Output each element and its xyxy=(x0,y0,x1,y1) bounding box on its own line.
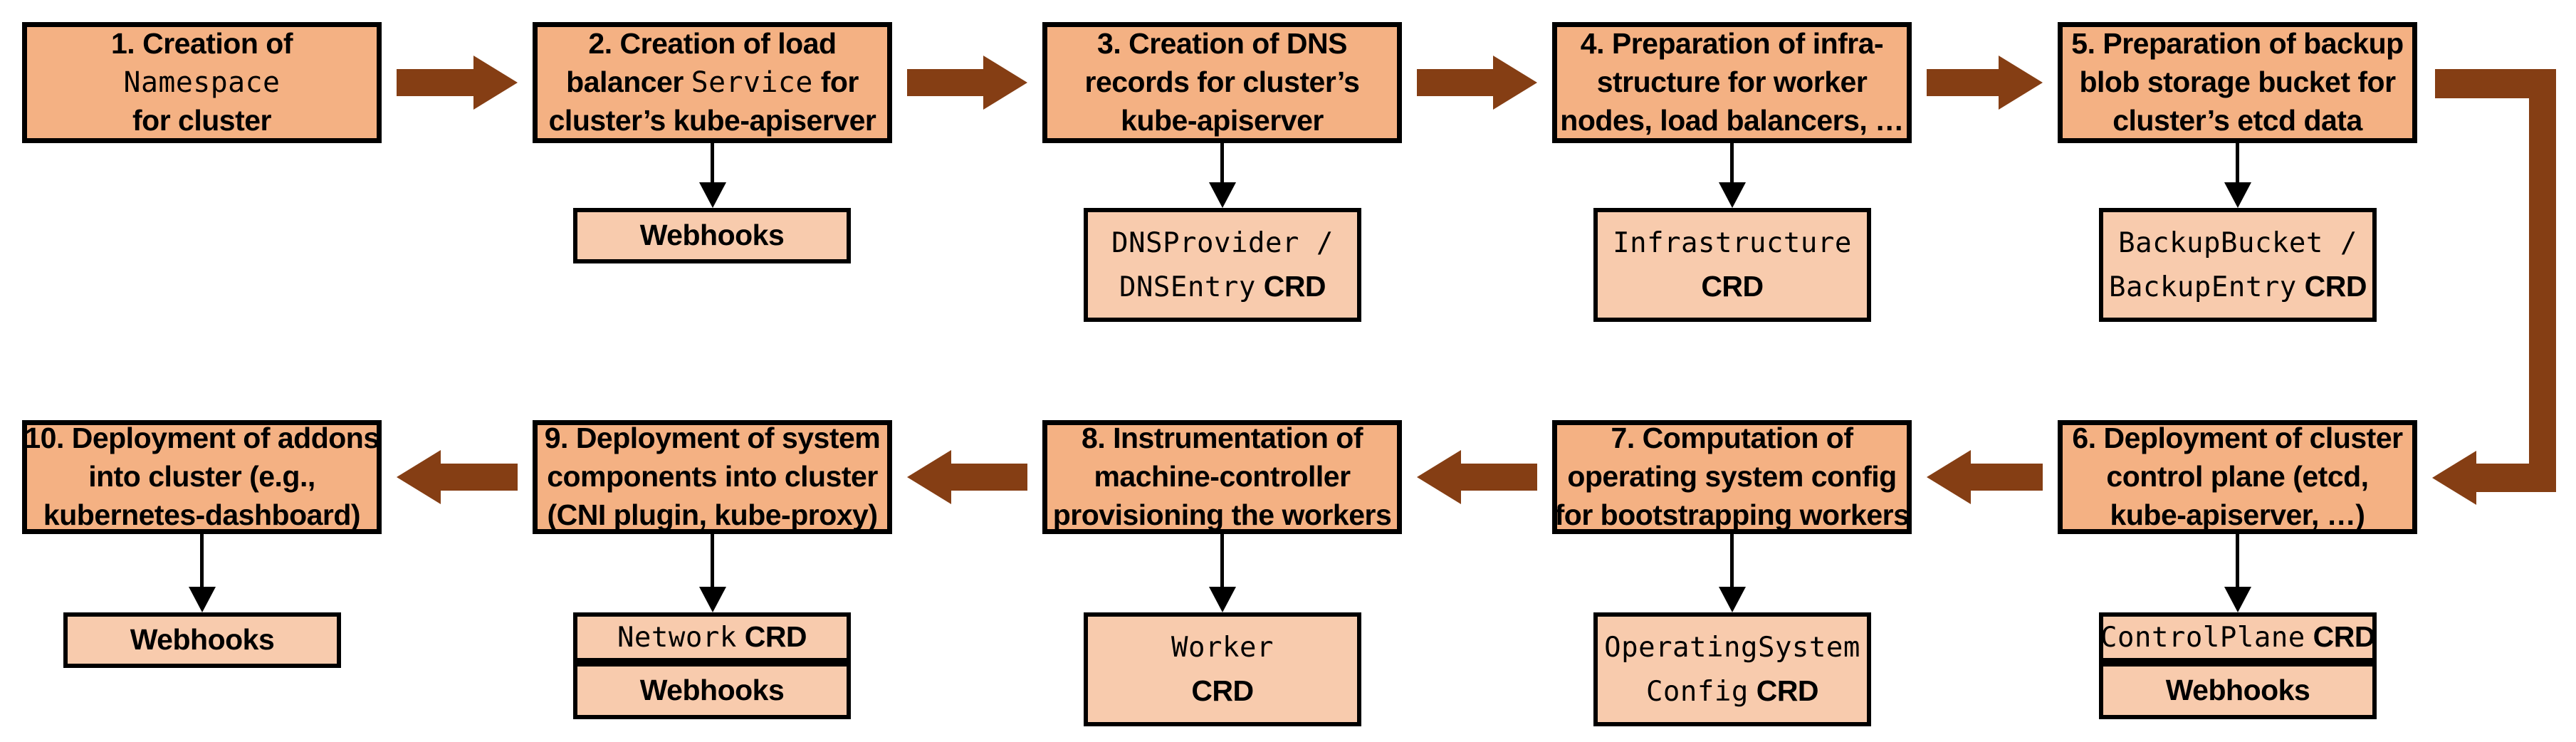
stem-connector xyxy=(2236,143,2239,184)
flow-arrow-left-icon xyxy=(1417,450,1537,504)
step-9-title-line: components into cluster xyxy=(547,460,878,493)
step-9-crd-box: Network CRD xyxy=(573,612,851,662)
stem-connector xyxy=(2236,534,2239,590)
step-6-crd-box: ControlPlane CRD xyxy=(2099,612,2377,662)
step-7-crd-box: OperatingSystem Config CRD xyxy=(1593,612,1871,726)
step-10-title-line: kubernetes-dashboard) xyxy=(43,498,361,531)
step-1-title-line: 1. Creation of xyxy=(111,27,293,60)
stem-connector xyxy=(1220,143,1224,184)
flow-arrow-left-icon xyxy=(397,450,518,504)
step-6-box: 6. Deployment of cluster control plane (… xyxy=(2058,420,2417,534)
step-8-title-line: provisioning the workers xyxy=(1052,498,1392,531)
flow-arrow-right-icon xyxy=(907,56,1027,110)
step-6-title-line: 6. Deployment of cluster xyxy=(2072,422,2403,454)
stem-arrowhead-icon xyxy=(1719,182,1746,208)
step-3-crd-box: DNSProvider / DNSEntry CRD xyxy=(1084,208,1361,322)
step-9-title-line: 9. Deployment of system xyxy=(544,422,881,454)
connector-elbow-bottom-icon xyxy=(2476,464,2556,492)
step-6-title-line: control plane (etcd, xyxy=(2106,460,2369,493)
step-6-webhooks-box: Webhooks xyxy=(2099,662,2377,719)
stem-connector xyxy=(1220,534,1224,590)
step-7-title-line: for bootstrapping workers xyxy=(1554,498,1910,531)
flow-arrow-right-icon xyxy=(1927,56,2043,110)
flow-arrow-left-icon xyxy=(1927,450,2043,504)
step-4-title-line: structure for worker xyxy=(1596,66,1868,98)
stem-connector xyxy=(711,534,714,590)
step-4-box: 4. Preparation of infra- structure for w… xyxy=(1552,22,1912,143)
step-5-box: 5. Preparation of backup blob storage bu… xyxy=(2058,22,2417,143)
step-5-crd-box: BackupBucket / BackupEntry CRD xyxy=(2099,208,2377,322)
step-2-box: 2. Creation of load balancer Service for… xyxy=(533,22,892,143)
step-8-box: 8. Instrumentation of machine-controller… xyxy=(1042,420,1402,534)
stem-arrowhead-icon xyxy=(699,587,726,612)
step-2-title-line: cluster’s kube-apiserver xyxy=(548,104,876,137)
step-5-title-line: cluster’s etcd data xyxy=(2112,104,2362,137)
flow-arrow-right-icon xyxy=(397,56,518,110)
step-2-webhooks-box: Webhooks xyxy=(573,208,851,263)
step-10-title-line: 10. Deployment of addons xyxy=(24,422,379,454)
step-3-box: 3. Creation of DNS records for cluster’s… xyxy=(1042,22,1402,143)
step-9-title-line: (CNI plugin, kube-proxy) xyxy=(547,498,878,531)
step-8-crd-box: Worker CRD xyxy=(1084,612,1361,726)
step-10-box: 10. Deployment of addons into cluster (e… xyxy=(22,420,382,534)
step-3-title-line: kube-apiserver xyxy=(1121,104,1324,137)
step-9-webhooks-box: Webhooks xyxy=(573,662,851,719)
step-7-title-line: operating system config xyxy=(1567,460,1897,493)
stem-connector xyxy=(1730,143,1734,184)
step-2-title-line: 2. Creation of load xyxy=(588,27,837,60)
step-3-title-line: 3. Creation of DNS xyxy=(1097,27,1347,60)
stem-arrowhead-icon xyxy=(699,182,726,208)
stem-connector xyxy=(1730,534,1734,590)
step-1-box: 1. Creation of Namespace for cluster xyxy=(22,22,382,143)
stem-connector xyxy=(711,143,714,184)
step-4-crd-box: Infrastructure CRD xyxy=(1593,208,1871,322)
step-4-title-line: 4. Preparation of infra- xyxy=(1580,27,1884,60)
stem-arrowhead-icon xyxy=(1209,182,1236,208)
step-1-title-line: Namespace xyxy=(124,63,281,102)
stem-arrowhead-icon xyxy=(1719,587,1746,612)
step-10-webhooks-box: Webhooks xyxy=(63,612,341,668)
code-text: Namespace xyxy=(123,66,281,99)
flow-arrow-right-icon xyxy=(1417,56,1537,110)
step-8-title-line: machine-controller xyxy=(1094,460,1351,493)
stem-arrowhead-icon xyxy=(2224,182,2251,208)
stem-connector xyxy=(200,534,204,590)
step-7-box: 7. Computation of operating system confi… xyxy=(1552,420,1912,534)
stem-arrowhead-icon xyxy=(2224,587,2251,612)
step-5-title-line: 5. Preparation of backup xyxy=(2071,27,2404,60)
step-5-title-line: blob storage bucket for xyxy=(2079,66,2396,98)
stem-arrowhead-icon xyxy=(189,587,216,612)
code-text: Service xyxy=(691,66,813,99)
stem-arrowhead-icon xyxy=(1209,587,1236,612)
step-6-title-line: kube-apiserver, …) xyxy=(2110,498,2365,531)
step-8-title-line: 8. Instrumentation of xyxy=(1082,422,1363,454)
step-4-title-line: nodes, load balancers, … xyxy=(1560,104,1904,137)
connector-elbow-vertical-icon xyxy=(2529,69,2556,492)
step-2-title-line: balancer Service for xyxy=(566,66,859,99)
step-1-title-line: for cluster xyxy=(132,104,272,137)
connector-elbow-arrowhead-icon xyxy=(2432,451,2476,505)
flow-arrow-left-icon xyxy=(907,450,1027,504)
step-10-title-line: into cluster (e.g., xyxy=(88,460,315,493)
step-7-title-line: 7. Computation of xyxy=(1611,422,1853,454)
step-3-title-line: records for cluster’s xyxy=(1084,66,1361,98)
step-9-box: 9. Deployment of system components into … xyxy=(533,420,892,534)
